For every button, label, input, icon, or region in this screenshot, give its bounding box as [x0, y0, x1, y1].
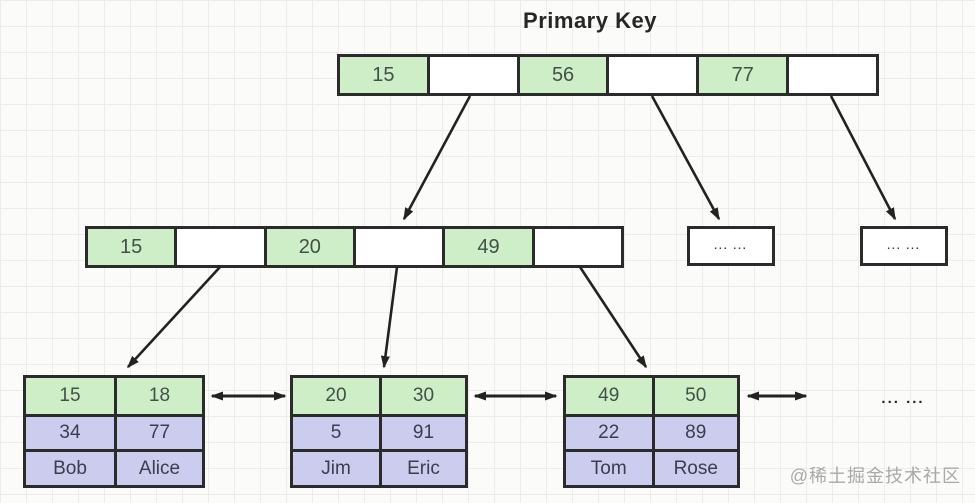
- arrow-root-to-overflow-1: [650, 95, 721, 221]
- leaf-record-cell: Eric: [379, 449, 465, 485]
- leaf-record-cell: 34: [26, 413, 114, 450]
- arrow-internal-to-leaf-2: [380, 266, 399, 369]
- leaf-record-cell: Jim: [293, 449, 379, 485]
- root-pointer-cell: [426, 57, 517, 93]
- root-index-node: 15 56 77: [337, 54, 879, 96]
- leaf-key-cell: 15: [26, 378, 114, 414]
- overflow-node-label: ... ...: [714, 240, 748, 252]
- internal-key-cell: 20: [263, 229, 353, 265]
- leaf-record-cell: 77: [114, 413, 202, 450]
- overflow-node-box: ... ...: [687, 226, 775, 266]
- internal-key-cell: 15: [88, 229, 175, 265]
- leaf-record-table: 20 30 5 91 Jim Eric: [290, 375, 468, 488]
- arrow-root-to-overflow-2: [829, 95, 897, 221]
- leaf-record-cell: 22: [566, 413, 652, 450]
- arrow-internal-to-leaf-1: [126, 266, 221, 369]
- leaf-record-cell: 91: [379, 413, 465, 450]
- leaf-record-cell: 89: [651, 413, 737, 450]
- leaf-record-cell: Bob: [26, 449, 114, 485]
- internal-index-node: 15 20 49: [85, 226, 624, 268]
- root-pointer-cell: [606, 57, 697, 93]
- leaf-key-cell: 50: [651, 378, 737, 414]
- overflow-node-label: ... ...: [887, 240, 921, 252]
- leaf-record-cell: Tom: [566, 449, 652, 485]
- leaf-key-cell: 30: [379, 378, 465, 414]
- diagram-title: Primary Key: [523, 8, 657, 33]
- leaf-record-table: 49 50 22 89 Tom Rose: [563, 375, 740, 488]
- leaf-chain-ellipsis: ... ...: [881, 390, 925, 407]
- internal-pointer-cell: [174, 229, 264, 265]
- internal-pointer-cell: [531, 229, 621, 265]
- internal-key-cell: 49: [442, 229, 532, 265]
- root-key-cell: 15: [340, 57, 427, 93]
- leaf-key-cell: 20: [293, 378, 379, 414]
- arrow-root-to-internal: [402, 95, 472, 221]
- leaf-record-cell: 5: [293, 413, 379, 450]
- leaf-record-cell: Alice: [114, 449, 202, 485]
- overflow-node-box: ... ...: [860, 226, 948, 266]
- leaf-record-table: 15 18 34 77 Bob Alice: [23, 375, 205, 488]
- root-key-cell: 56: [516, 57, 607, 93]
- leaf-record-cell: Rose: [651, 449, 737, 485]
- arrow-internal-to-leaf-3: [578, 266, 648, 369]
- root-key-cell: 77: [696, 57, 787, 93]
- root-pointer-cell: [786, 57, 876, 93]
- leaf-key-cell: 18: [114, 378, 202, 414]
- internal-pointer-cell: [352, 229, 443, 265]
- leaf-key-cell: 49: [566, 378, 652, 414]
- watermark: @稀土掘金技术社区: [789, 466, 961, 486]
